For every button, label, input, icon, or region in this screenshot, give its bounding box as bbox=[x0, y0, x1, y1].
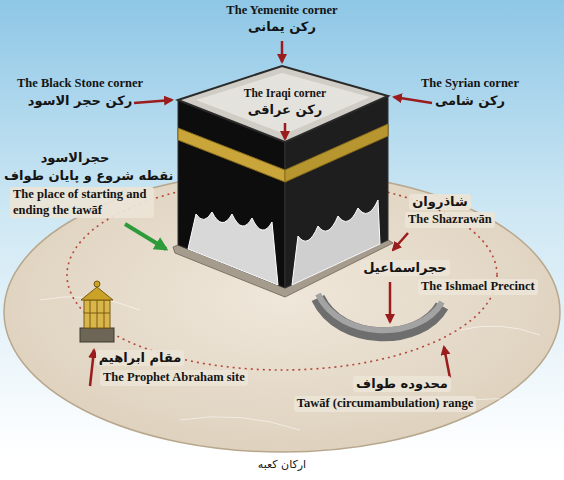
label-text: The Shazrawān bbox=[405, 212, 495, 228]
kaaba-roof-inner bbox=[196, 73, 370, 134]
label-text: مقام ابراهیم bbox=[96, 350, 185, 366]
leader-arrow bbox=[281, 41, 284, 62]
label-text: رکن شامی bbox=[435, 93, 505, 109]
label-text: The place of starting and ending the taw… bbox=[10, 187, 154, 218]
marble-veins bbox=[40, 297, 540, 430]
maqam-cage bbox=[84, 300, 110, 328]
label-text: The Black Stone corner bbox=[17, 76, 143, 92]
label-text: شاذروان bbox=[409, 194, 470, 210]
start-arrow bbox=[125, 224, 166, 249]
hijr-wall-top bbox=[318, 294, 442, 330]
label-text: رکن حجر الاسود bbox=[28, 93, 132, 109]
leader-arrow bbox=[90, 350, 94, 386]
kaaba-roof bbox=[178, 66, 388, 142]
leader-arrow bbox=[393, 233, 408, 250]
label-text: The Prophet Abraham site bbox=[100, 370, 248, 386]
maqam-bars bbox=[84, 300, 110, 328]
kiswa-drape bbox=[188, 212, 278, 285]
maqam-base bbox=[80, 328, 114, 342]
label-text: The Iraqi corner bbox=[244, 86, 326, 100]
leader-arrow bbox=[284, 123, 287, 139]
leader-arrow bbox=[134, 100, 172, 103]
label-text: Tawāf (circumambulation) range bbox=[294, 396, 476, 412]
label-text: نقطه شروع و پایان طواف bbox=[4, 168, 173, 184]
maqam-dome bbox=[81, 287, 113, 300]
caption-text: ارکان کعبه bbox=[258, 458, 306, 472]
label-text: The Ishmael Precinct bbox=[418, 279, 538, 295]
label-text: رکن عراقی bbox=[248, 102, 322, 118]
label-text: حجرالاسود bbox=[41, 150, 110, 166]
label-text: محدوده طواف bbox=[353, 376, 451, 392]
leader-arrow bbox=[444, 347, 450, 378]
label-text: The Yemenite corner bbox=[226, 3, 337, 19]
label-text: The Syrian corner bbox=[421, 76, 519, 92]
leader-arrow bbox=[389, 282, 392, 322]
label-text: حجراسماعیل bbox=[360, 260, 449, 276]
leader-arrow bbox=[394, 97, 432, 103]
label-text: رکن یمانی bbox=[248, 19, 316, 35]
maqam-finial bbox=[94, 281, 100, 287]
